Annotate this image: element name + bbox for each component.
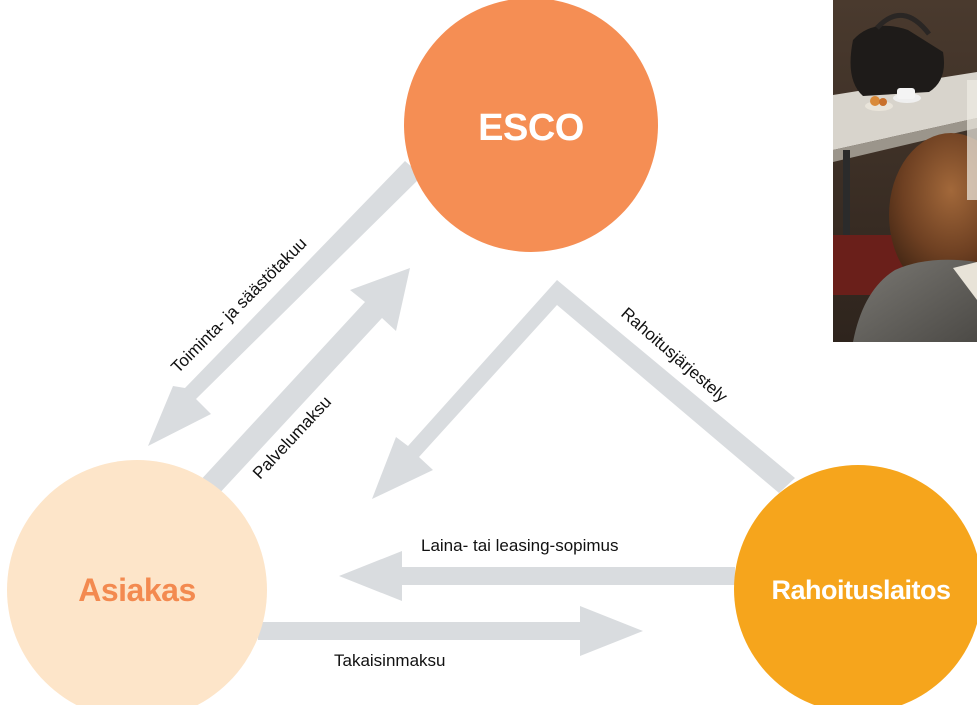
node-rahoituslaitos-circle bbox=[734, 465, 977, 705]
node-asiakas-circle bbox=[7, 460, 267, 705]
arrow-esco-to-asiakas bbox=[148, 161, 422, 446]
node-esco-label: ESCO bbox=[478, 107, 584, 149]
node-asiakas-label: Asiakas bbox=[78, 572, 195, 608]
meeting-photo-icon bbox=[833, 0, 977, 342]
node-rahoituslaitos-label: Rahoituslaitos bbox=[771, 575, 950, 605]
arrow-asiakas-to-rahoituslaitos bbox=[258, 606, 643, 656]
edge-label-takaisinmaksu: Takaisinmaksu bbox=[334, 651, 446, 670]
meeting-photo bbox=[833, 0, 977, 342]
node-esco-circle bbox=[404, 0, 658, 252]
arrow-rahoitusjarjestely bbox=[372, 280, 795, 499]
arrow-rahoituslaitos-to-asiakas bbox=[339, 551, 735, 601]
arrows bbox=[148, 161, 795, 656]
arrow-asiakas-to-esco bbox=[197, 268, 410, 497]
edge-label-laina: Laina- tai leasing-sopimus bbox=[421, 536, 619, 555]
